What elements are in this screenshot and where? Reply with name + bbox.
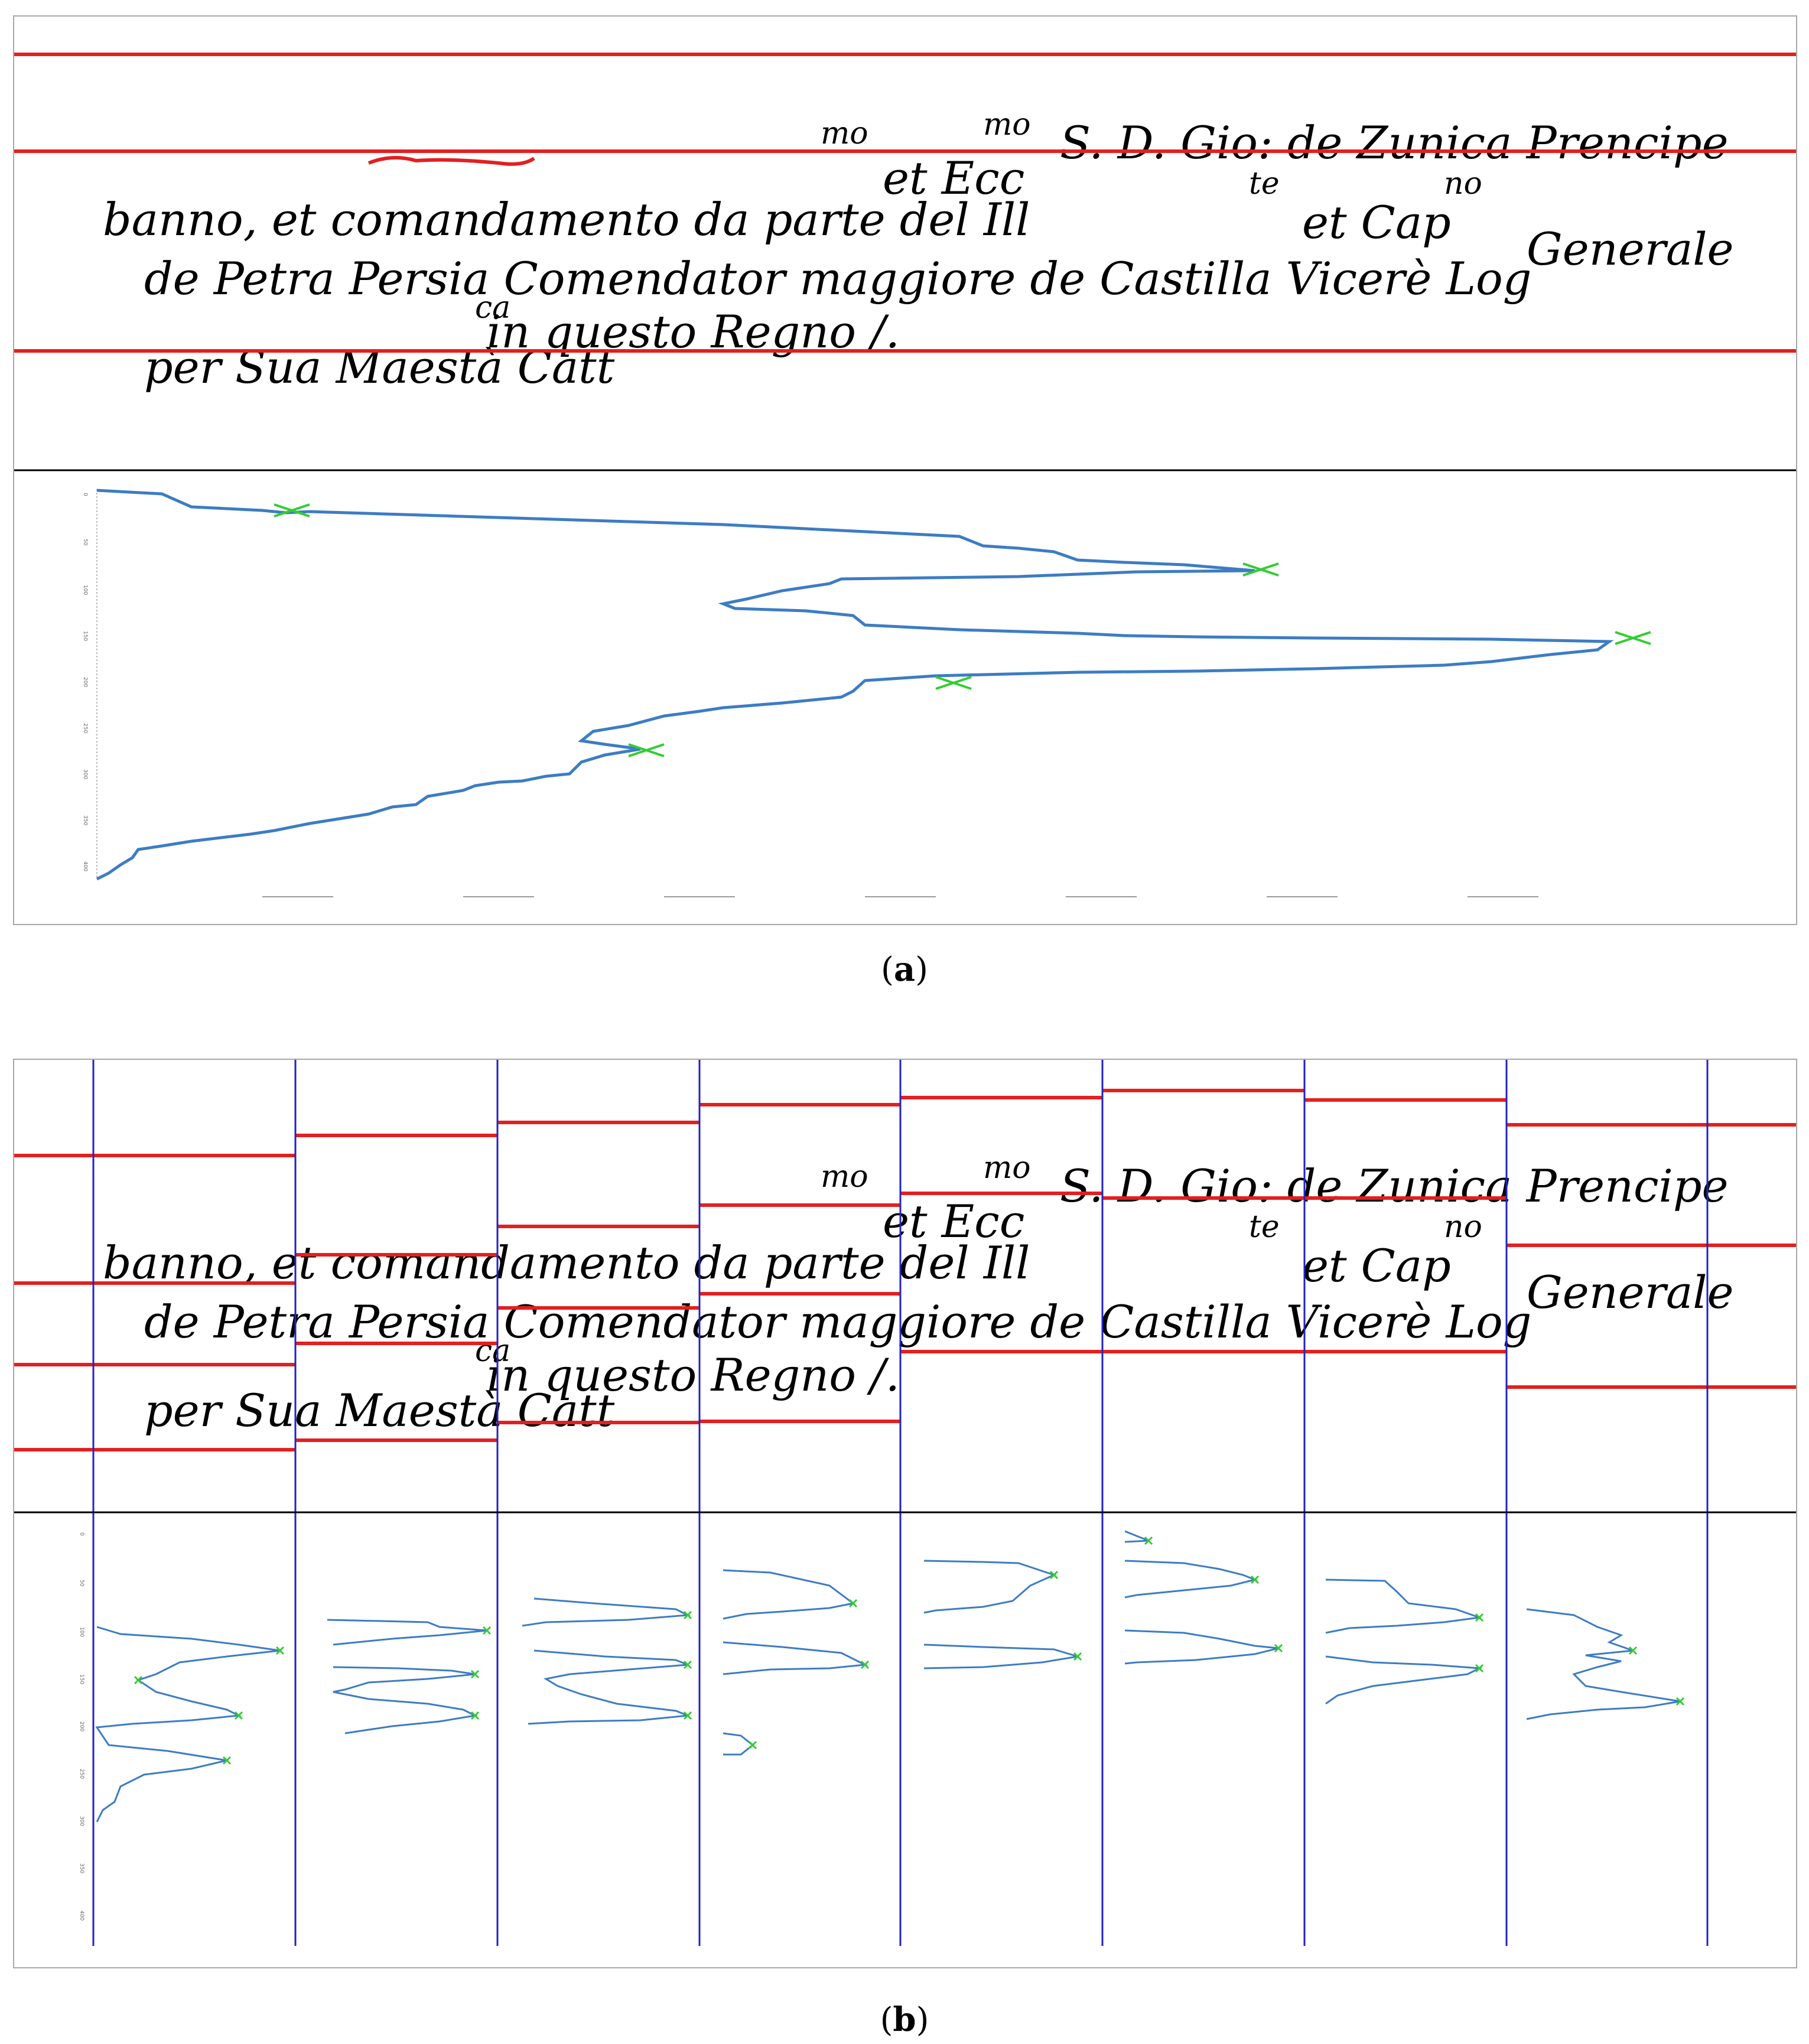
y-tick-250: 250: [82, 723, 88, 733]
y-tick-300: 300: [82, 769, 88, 779]
profile-curve: [96, 489, 1614, 881]
projection-profile-a: 0 50 100 150 200 250 300 350 400: [82, 489, 1651, 897]
superscript-2: mo: [983, 107, 1031, 142]
separator-trace: [367, 155, 535, 166]
y-tick-50: 50: [79, 1580, 84, 1587]
y-tick-150: 150: [82, 631, 88, 641]
y-tick-350: 350: [79, 1863, 84, 1873]
superscript-3: te: [1249, 1209, 1280, 1245]
superscript-4: no: [1444, 1209, 1482, 1245]
handwriting-line-1c: S. D. Gio: de Zunica Prencipe: [1060, 1160, 1728, 1212]
y-tick-200: 200: [79, 1721, 84, 1731]
handwriting-line-1: banno, et comandamento da parte del Ill: [103, 1236, 1030, 1289]
handwriting-line-3b: in questo Regno /.: [487, 1349, 900, 1401]
manuscript-image-b: banno, et comandamento da parte del Ill …: [14, 1060, 1796, 1946]
superscript-1: mo: [821, 1159, 868, 1194]
handwriting-line-1c: S. D. Gio: de Zunica Prencipe: [1060, 116, 1728, 169]
y-tick-100: 100: [82, 585, 88, 595]
superscript-2: mo: [983, 1150, 1031, 1186]
handwriting-line-2: de Petra Persia Comendator maggiore de C…: [144, 1296, 1531, 1348]
handwriting-line-2c: Generale: [1527, 1266, 1734, 1319]
y-tick-250: 250: [79, 1769, 84, 1779]
y-tick-200: 200: [82, 677, 88, 687]
panel-b-figure: banno, et comandamento da parte del Ill …: [14, 1060, 1796, 1946]
handwriting-line-1: banno, et comandamento da parte del Ill: [103, 193, 1030, 246]
handwriting-line-1b: et Ecc: [883, 1195, 1024, 1248]
panel-b: banno, et comandamento da parte del Ill …: [13, 1059, 1797, 1968]
handwriting-line-2: de Petra Persia Comendator maggiore de C…: [144, 252, 1531, 305]
y-tick-400: 400: [82, 861, 88, 871]
projection-profiles-b: 0 50 100 150 200 250 300 350 400: [79, 1530, 1685, 1921]
column-dividers: [92, 1060, 1709, 1946]
handwriting-line-2b: et Cap: [1302, 1239, 1451, 1292]
y-tick-300: 300: [79, 1816, 84, 1826]
y-tick-50: 50: [82, 539, 88, 546]
minima-markers: [274, 503, 1651, 757]
superscript-1: mo: [821, 116, 868, 151]
minimum-marker-4: [935, 676, 972, 690]
handwriting-line-3: per Sua Maestà Catt: [144, 1384, 615, 1437]
caption-a: (a): [880, 950, 928, 989]
handwriting-line-2c: Generale: [1527, 223, 1734, 275]
superscript-5: ca: [475, 290, 510, 326]
y-tick-350: 350: [82, 815, 88, 825]
superscript-5: ca: [475, 1333, 510, 1369]
panel-a: banno, et comandamento da parte del Ill …: [13, 15, 1797, 925]
y-tick-100: 100: [79, 1627, 84, 1637]
minimum-marker-1: [274, 503, 310, 517]
y-tick-400: 400: [79, 1910, 84, 1921]
minimum-marker-2: [1242, 562, 1279, 577]
handwriting-line-1b: et Ecc: [883, 152, 1024, 204]
y-tick-0: 0: [82, 493, 88, 496]
minimum-marker-3: [1615, 631, 1651, 645]
superscript-4: no: [1444, 166, 1482, 201]
minimum-marker-5: [628, 743, 665, 757]
panel-a-figure: banno, et comandamento da parte del Ill …: [14, 53, 1796, 897]
column-separators: [14, 1089, 1796, 1451]
minima-markers: [134, 1536, 1685, 1765]
handwriting-line-2b: et Cap: [1302, 196, 1451, 249]
y-tick-0: 0: [79, 1532, 84, 1536]
caption-b: (b): [880, 2000, 929, 2039]
profile-curves: [95, 1530, 1681, 1822]
manuscript-image-a: banno, et comandamento da parte del Ill …: [14, 53, 1796, 393]
y-tick-150: 150: [79, 1674, 84, 1684]
superscript-3: te: [1249, 166, 1280, 201]
